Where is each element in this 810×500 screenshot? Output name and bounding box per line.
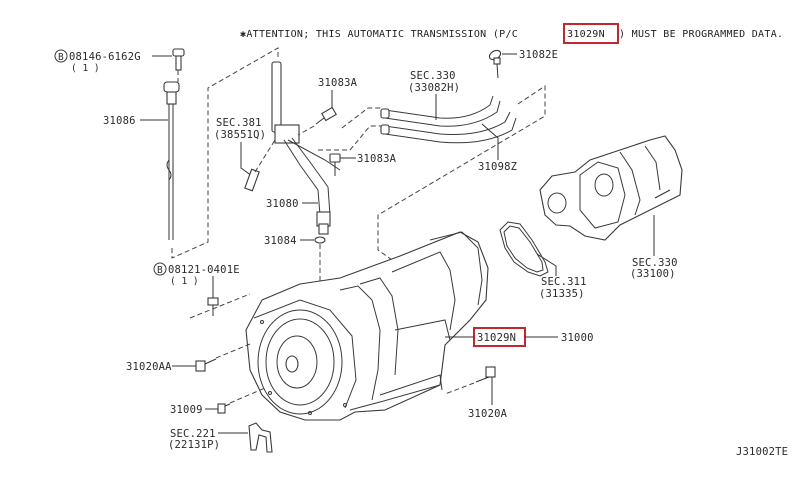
label-sec381[interactable]: SEC.381 [216,117,262,129]
label-31080[interactable]: 31080 [266,198,299,210]
bolt-circle-b2-icon [153,262,167,276]
bolt-31020a-icon [475,366,496,383]
attention-note-suffix: ) MUST BE PROGRAMMED DATA. [619,29,783,40]
label-31029N[interactable]: 31029N [477,332,516,344]
label-31098Z[interactable]: 31098Z [478,161,517,173]
bolt-08121-icon [207,297,219,316]
bolt-31020aa-icon [195,358,217,372]
label-sec311-sub: (31335) [539,288,585,300]
attention-note-prefix: ✱ATTENTION; THIS AUTOMATIC TRANSMISSION … [240,29,518,40]
label-31020A[interactable]: 31020A [468,408,508,420]
label-08146-6162G[interactable]: 08146-6162G [69,51,141,63]
o-ring-icon [314,236,326,244]
label-08121-qty: ( 1 ) [170,276,199,287]
label-sec311[interactable]: SEC.311 [541,276,587,288]
plug-31009-icon [217,403,231,414]
bolt-31083a-mid-icon [329,153,341,176]
label-08121-0401E[interactable]: 08121-0401E [168,264,240,276]
diagram-code: J31002TE [736,446,788,458]
hose-route-upper [341,107,382,129]
label-31083A-top[interactable]: 31083A [318,77,358,89]
attention-note-partnumber[interactable]: 31029N [567,29,605,40]
label-31082E[interactable]: 31082E [519,49,558,61]
label-31086[interactable]: 31086 [103,115,136,127]
label-sec381-sub: (38551Q) [214,129,266,141]
label-sec330-case[interactable]: SEC.330 [632,257,678,269]
hose-boundary [377,85,546,263]
bolt-08146-icon [172,48,185,82]
bolt-08121-route [189,293,251,319]
label-31009[interactable]: 31009 [170,404,203,416]
bracket-sec221-icon [248,422,273,453]
label-08146-qty: ( 1 ) [71,63,100,74]
label-31083A-mid[interactable]: 31083A [357,153,397,165]
label-sec221-sub: (22131P) [168,439,220,451]
label-sec330-hose[interactable]: SEC.330 [410,70,456,82]
clip-31082e-icon [488,49,502,79]
label-31020AA[interactable]: 31020AA [126,361,172,373]
label-31000[interactable]: 31000 [561,332,594,344]
label-sec330-case-sub: (33100) [630,268,676,280]
bolt-08146-callout[interactable]: B 08146-6162G ( 1 ) [54,49,172,74]
label-sec221[interactable]: SEC.221 [170,428,216,440]
bolt-31083a-top-icon [315,106,337,125]
dipstick-boundary [171,47,279,259]
bolt-circle-b-icon [54,49,68,63]
circle-b-glyph: B [58,52,64,63]
oil-cooler-hoses [380,95,517,144]
dipstick-part [163,81,180,240]
transmission-assembly [245,231,489,421]
label-31084[interactable]: 31084 [264,235,297,247]
gasket-sec311-icon [499,221,549,277]
attention-highlight-box [563,23,619,44]
hose-route-lower [318,125,382,151]
label-sec330-hose-sub: (33082H) [408,82,460,94]
transfer-case-part [539,135,683,241]
circle-b2-glyph: B [157,265,163,276]
